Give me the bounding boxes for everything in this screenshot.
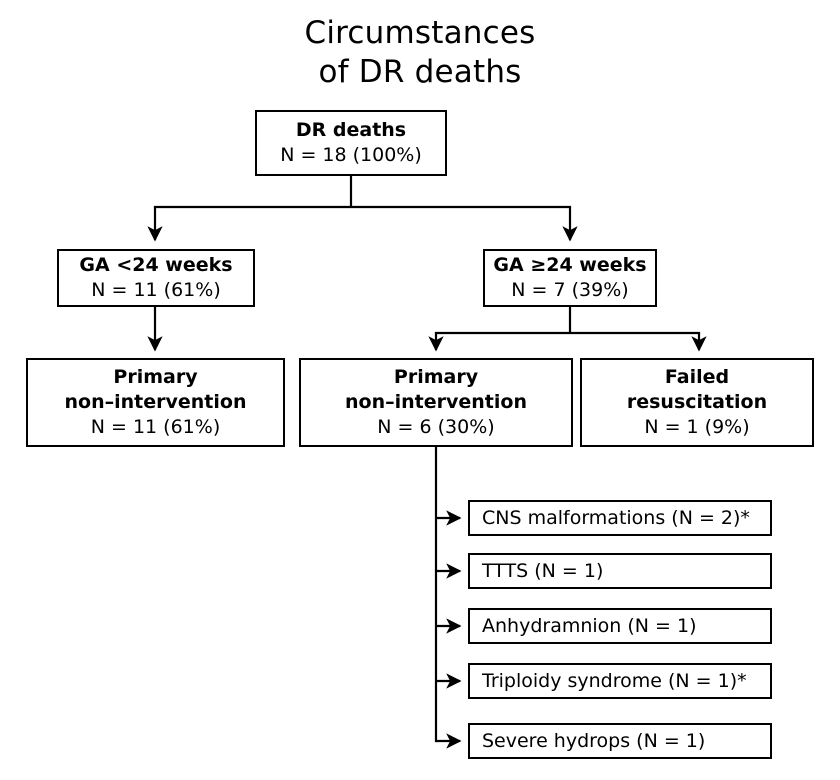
reason-box-triploidy-syndrome[interactable]: Triploidy syndrome (N = 1)* xyxy=(468,663,772,699)
reason-label: Anhydramnion (N = 1) xyxy=(482,615,697,637)
edge-ga-ge24-fork xyxy=(434,305,701,335)
node-ga-ge-24-weeks-heading: GA ≥24 weeks xyxy=(493,254,647,276)
reason-label: TTTS (N = 1) xyxy=(482,560,604,582)
reason-box-severe-hydrops[interactable]: Severe hydrops (N = 1) xyxy=(468,723,772,759)
reason-box-cns-malformations[interactable]: CNS malformations (N = 2)* xyxy=(468,500,772,536)
node-primary-non-intervention-ge24[interactable]: Primary non–intervention N = 6 (30%) xyxy=(299,358,573,447)
node-primary-non-intervention-lt24[interactable]: Primary non–intervention N = 11 (61%) xyxy=(26,358,285,447)
node-ga-lt-24-weeks-heading: GA <24 weeks xyxy=(79,254,233,276)
reason-box-anhydramnion[interactable]: Anhydramnion (N = 1) xyxy=(468,608,772,644)
node-ga-ge-24-weeks[interactable]: GA ≥24 weeks N = 7 (39%) xyxy=(483,249,657,307)
reason-box-ttts[interactable]: TTTS (N = 1) xyxy=(468,553,772,589)
page-title: Circumstances of DR deaths xyxy=(304,15,536,90)
node-ga-lt-24-weeks[interactable]: GA <24 weeks N = 11 (61%) xyxy=(57,249,255,307)
node-dr-deaths[interactable]: DR deaths N = 18 (100%) xyxy=(255,110,447,176)
node-failed-resuscitation-heading: Failed resuscitation xyxy=(626,366,768,413)
node-failed-resuscitation[interactable]: Failed resuscitation N = 1 (9%) xyxy=(580,358,814,447)
reason-label: Severe hydrops (N = 1) xyxy=(482,730,706,752)
node-failed-resuscitation-count: N = 1 (9%) xyxy=(644,416,750,438)
edge-root-fork xyxy=(153,174,572,209)
reason-label: Triploidy syndrome (N = 1)* xyxy=(482,670,747,692)
node-primary-non-intervention-ge24-count: N = 6 (30%) xyxy=(377,416,495,438)
node-primary-non-intervention-ge24-heading: Primary non–intervention xyxy=(345,366,527,413)
reason-label: CNS malformations (N = 2)* xyxy=(482,507,750,529)
node-primary-non-intervention-lt24-count: N = 11 (61%) xyxy=(90,416,221,438)
node-ga-lt-24-weeks-count: N = 11 (61%) xyxy=(91,279,221,301)
node-ga-ge-24-weeks-count: N = 7 (39%) xyxy=(511,279,629,301)
node-dr-deaths-heading: DR deaths xyxy=(295,119,407,141)
node-primary-non-intervention-lt24-heading: Primary non–intervention xyxy=(64,366,247,413)
node-dr-deaths-count: N = 18 (100%) xyxy=(280,144,422,166)
